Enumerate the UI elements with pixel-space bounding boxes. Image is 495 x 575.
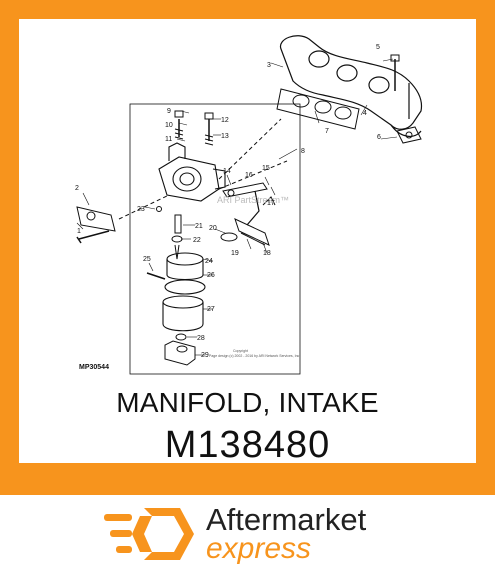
callout-10: 10 xyxy=(165,122,173,129)
callout-7: 7 xyxy=(325,128,329,135)
callout-9: 9 xyxy=(167,108,171,115)
callout-5: 5 xyxy=(376,44,380,51)
callout-11: 11 xyxy=(165,136,172,143)
copyright-line-1: Copyright xyxy=(233,349,248,353)
flange-part xyxy=(396,126,422,144)
callout-24: 24 xyxy=(205,258,213,265)
callout-19: 19 xyxy=(231,250,239,257)
callout-16: 16 xyxy=(245,172,253,179)
callout-22: 22 xyxy=(193,237,201,244)
callout-14: 14 xyxy=(223,168,231,175)
brand-name: Aftermarket xyxy=(206,502,367,537)
callout-15: 15 xyxy=(262,165,270,172)
brand-tagline: express xyxy=(206,532,312,565)
callout-20: 20 xyxy=(209,225,217,232)
carburetor-exploded-view: ARI PartStream™ 1 2 3 4 5 6 7 8 9 10 11 … xyxy=(75,35,423,375)
callout-18: 18 xyxy=(263,250,271,257)
figure-code: MP30544 xyxy=(79,364,109,371)
callout-2: 2 xyxy=(75,185,79,192)
callout-27: 27 xyxy=(207,306,215,313)
callout-26: 26 xyxy=(207,272,215,279)
callout-23: 23 xyxy=(137,206,145,213)
gasket-part xyxy=(276,88,360,130)
callout-6: 6 xyxy=(377,134,381,141)
product-card: ARI PartStream™ 1 2 3 4 5 6 7 8 9 10 11 … xyxy=(19,19,476,466)
callout-4: 4 xyxy=(363,110,367,117)
copyright-line-2: Page design (c) 2002 - 2016 by ARI Netwo… xyxy=(209,354,300,358)
callout-12: 12 xyxy=(221,117,229,124)
product-title: MANIFOLD, INTAKE xyxy=(116,387,379,418)
fuel-bowl xyxy=(162,295,204,332)
callout-13: 13 xyxy=(221,133,229,140)
callout-1: 1 xyxy=(77,228,81,235)
callout-3: 3 xyxy=(267,62,271,69)
watermark-text: ARI PartStream™ xyxy=(217,195,289,205)
part-number: M138480 xyxy=(164,424,331,466)
left-gasket-part xyxy=(76,206,116,232)
parts-diagram: ARI PartStream™ 1 2 3 4 5 6 7 8 9 10 11 … xyxy=(19,19,476,379)
callout-28: 28 xyxy=(197,335,205,342)
manifold-part xyxy=(279,35,423,137)
callout-8: 8 xyxy=(301,148,305,155)
carburetor-body xyxy=(158,142,226,202)
callout-25: 25 xyxy=(143,256,151,263)
callout-labels: 1 2 3 4 5 6 7 8 9 10 11 12 13 14 15 16 1… xyxy=(75,44,381,359)
callout-21: 21 xyxy=(195,223,203,230)
hexagon-arrow-icon xyxy=(104,504,196,569)
float-bowl xyxy=(164,252,206,295)
diagram-box xyxy=(129,103,301,375)
callout-17: 17 xyxy=(267,200,275,207)
callout-29: 29 xyxy=(201,352,209,359)
